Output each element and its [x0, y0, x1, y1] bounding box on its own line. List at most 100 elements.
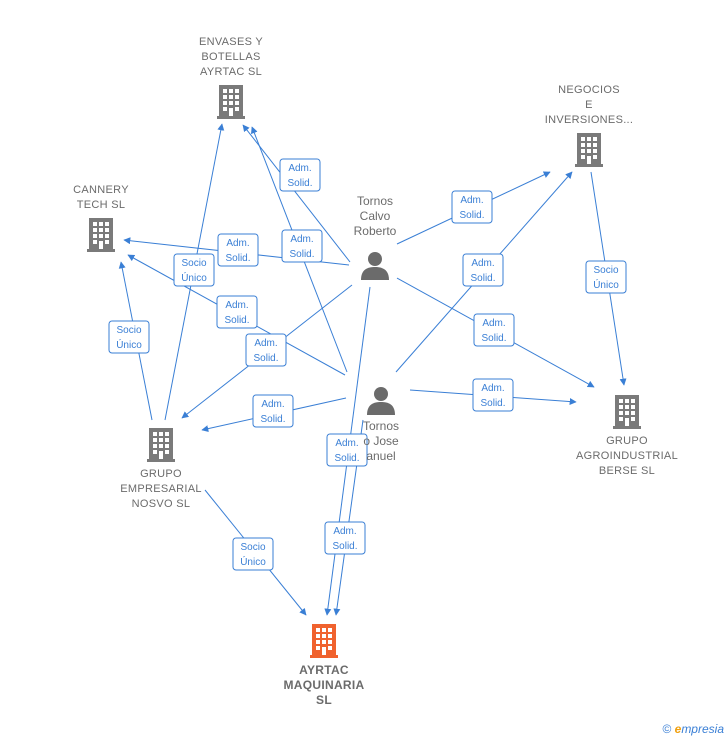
- edge-label-tornos_jose-to-envases[interactable]: Adm. Solid.: [216, 295, 258, 329]
- edge-label-text: Socio: [181, 258, 206, 269]
- node-label-line: GRUPO: [606, 435, 648, 447]
- edge-labels: Adm. Solid. Adm. Solid. Adm. Solid. Adm. Solid.…: [108, 158, 627, 571]
- edge-label-text: Solid.: [480, 398, 505, 409]
- edge-label-text: Solid.: [253, 353, 278, 364]
- edge-label-text: Único: [240, 555, 266, 568]
- edge-label-text: Socio: [116, 325, 141, 336]
- node-label-line: AGROINDUSTRIAL: [576, 450, 678, 462]
- edge-label-text: Socio: [593, 265, 618, 276]
- edge-tornos_calvo-to-envases: [242, 124, 351, 263]
- node-label-line: Tornos: [357, 194, 393, 208]
- edge-label-text: Adm.: [225, 300, 248, 311]
- node-label-line: GRUPO: [140, 468, 182, 480]
- node-label-line: BOTELLAS: [201, 51, 260, 63]
- building-icon: [217, 85, 245, 119]
- node-label-line: SL: [316, 693, 332, 707]
- edge-label-box: [232, 537, 274, 571]
- edge-label-text: Solid.: [224, 315, 249, 326]
- node-label-line: E: [585, 99, 593, 111]
- brand-logo-initial: e: [674, 722, 682, 736]
- edge-label-text: Adm.: [471, 258, 494, 269]
- edge-label-text: Solid.: [289, 249, 314, 260]
- edge-label-text: Solid.: [287, 178, 312, 189]
- building-icon: [87, 218, 115, 252]
- edge-label-tornos_jose-to-grupo_agro[interactable]: Adm. Solid.: [472, 378, 514, 412]
- node-negocios[interactable]: NEGOCIOS E INVERSIONES...: [545, 84, 634, 167]
- edge-label-text: Adm.: [481, 383, 504, 394]
- edge-label-text: Solid.: [225, 253, 250, 264]
- edge-label-tornos_jose-to-cannery[interactable]: Adm. Solid.: [281, 229, 323, 263]
- edge-label-text: Adm.: [460, 195, 483, 206]
- edge-label-text: Adm.: [226, 238, 249, 249]
- edge-label-box: [245, 333, 287, 367]
- edge-label-box: [217, 233, 259, 267]
- node-grupo_agro[interactable]: GRUPO AGROINDUSTRIAL BERSE SL: [576, 395, 678, 477]
- node-label-line: NOSVO SL: [132, 498, 191, 510]
- building-icon: [613, 395, 641, 429]
- node-label-line: TECH SL: [77, 199, 126, 211]
- edge-label-tornos_calvo-to-negocios[interactable]: Adm. Solid.: [451, 190, 493, 224]
- building-icon: [147, 428, 175, 462]
- edge-label-text: Adm.: [261, 399, 284, 410]
- edge-label-tornos_jose-to-ayrtac[interactable]: Adm.Solid.: [324, 521, 366, 555]
- edge-label-tornos_jose-to-negocios[interactable]: Adm.Solid.: [462, 253, 504, 287]
- person-icon: [367, 387, 395, 415]
- edge-label-text: Adm.: [482, 318, 505, 329]
- node-label-line: AYRTAC SL: [200, 66, 262, 78]
- edge-label-text: Solid.: [332, 541, 357, 552]
- node-label-line: anuel: [366, 449, 395, 463]
- node-label-line: INVERSIONES...: [545, 114, 634, 126]
- node-label-line: NEGOCIOS: [558, 84, 620, 96]
- edge-label-text: Adm.: [335, 438, 358, 449]
- edge-label-text: Adm.: [288, 163, 311, 174]
- edge-label-box: [281, 229, 323, 263]
- edge-label-text: Único: [593, 278, 619, 291]
- footer-brand[interactable]: © empresia: [662, 722, 724, 736]
- building-icon: [575, 133, 603, 167]
- edge-label-box: [252, 394, 294, 428]
- edge-label-box: [472, 378, 514, 412]
- edge-label-tornos_calvo-to-envases[interactable]: Adm. Solid.: [279, 158, 321, 192]
- edge-label-box: [279, 158, 321, 192]
- node-label-line: CANNERY: [73, 184, 129, 196]
- node-label-line: AYRTAC: [299, 663, 349, 677]
- node-label-line: Calvo: [360, 209, 391, 223]
- node-label-line: Roberto: [354, 224, 397, 238]
- node-label-line: o Jose: [363, 434, 399, 448]
- node-label-line: BERSE SL: [599, 465, 655, 477]
- person-icon: [361, 252, 389, 280]
- node-label-line: EMPRESARIAL: [120, 483, 202, 495]
- edge-label-text: Solid.: [459, 210, 484, 221]
- edge-label-box: [108, 320, 150, 354]
- edge-label-box: [173, 253, 215, 287]
- edge-label-tornos_calvo-to-grupo_emp[interactable]: Adm.Solid.: [245, 333, 287, 367]
- building-icon: [310, 624, 338, 658]
- edge-label-text: Único: [181, 271, 207, 284]
- edge-label-tornos_calvo-to-grupo_agro[interactable]: Adm.Solid.: [473, 313, 515, 347]
- copyright-icon: ©: [662, 722, 672, 736]
- edge-label-tornos_jose-to-grupo_emp[interactable]: Adm. Solid.: [252, 394, 294, 428]
- node-cannery[interactable]: CANNERY TECH SL: [73, 184, 129, 252]
- edge-label-box: [216, 295, 258, 329]
- edge-label-box: [585, 260, 627, 294]
- node-label-line: MAQUINARIA: [284, 678, 365, 692]
- edge-label-box: [326, 433, 368, 467]
- edge-label-text: Solid.: [260, 414, 285, 425]
- edge-label-text: Socio: [240, 542, 265, 553]
- node-grupo_emp[interactable]: GRUPO EMPRESARIAL NOSVO SL: [120, 428, 202, 510]
- edge-label-tornos_calvo-to-cannery[interactable]: Adm. Solid.: [217, 233, 259, 267]
- edge-label-tornos_calvo-to-ayrtac[interactable]: Adm.Solid.: [326, 433, 368, 467]
- edge-label-box: [462, 253, 504, 287]
- edge-label-text: Adm.: [290, 234, 313, 245]
- brand-name: mpresia: [681, 722, 724, 736]
